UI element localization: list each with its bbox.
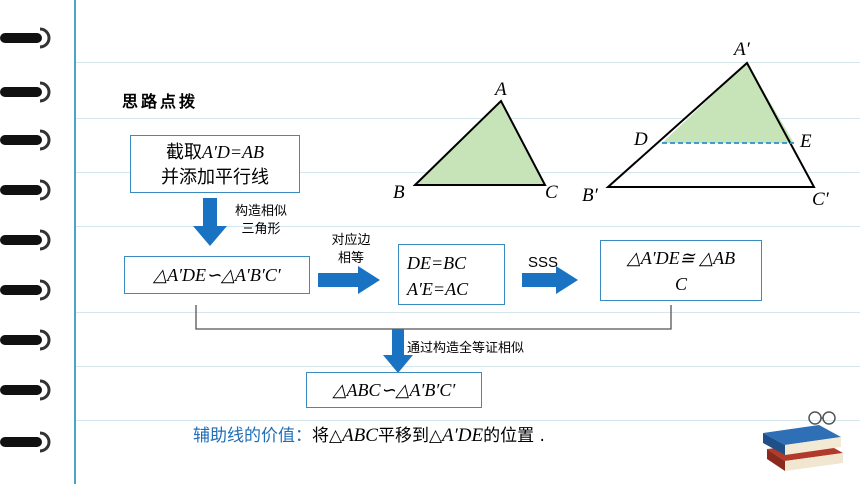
down-arrow-icon — [193, 198, 227, 246]
right-arrow-icon — [522, 266, 578, 294]
bracket-connector — [195, 305, 672, 330]
step-text: 截取 — [165, 142, 202, 162]
triangle-abc — [412, 99, 547, 186]
step-box-congruent: △A′DE≅ △AB C — [600, 240, 762, 301]
triangle-abc-prime — [605, 61, 816, 188]
binder-ring-icon — [0, 329, 51, 351]
arrow-label: 通过构造全等证相似 — [407, 341, 525, 356]
triangle-ade-fill — [662, 63, 794, 143]
ruled-line — [76, 312, 860, 313]
arrow-label: SSS — [528, 254, 559, 271]
binder-ring-icon — [0, 279, 51, 301]
step-math: A′E=AC — [407, 279, 469, 299]
binder-ring-icon — [0, 379, 51, 401]
arrow-label-line: 构造相似 — [234, 204, 287, 219]
section-heading: 思路点拨 — [122, 92, 199, 111]
binder-ring-icon — [0, 81, 51, 103]
right-arrow-icon — [318, 266, 380, 294]
notebook-margin-line — [74, 0, 76, 484]
arrow-label: 构造相似 三角形 — [226, 203, 296, 239]
binder-ring-icon — [0, 229, 51, 251]
result-box: △ABC∽△A′B′C′ — [306, 372, 482, 408]
conclusion-math: A′DE — [442, 425, 484, 446]
conclusion-label: 辅助线的价值： — [193, 426, 312, 446]
step-math: DE=BC — [407, 253, 467, 273]
triangle-abc-prime-figure: A′ D E B′ C′ — [582, 39, 830, 210]
arrow-label-line: 相等 — [337, 251, 364, 266]
conclusion-part: 的位置 . — [483, 426, 545, 446]
binder-ring-icon — [0, 129, 51, 151]
step-text: 并添加平行线 — [161, 167, 269, 187]
conclusion-part: 平移到△ — [377, 426, 443, 446]
step-box-construct: 截取A′D=AB 并添加平行线 — [130, 135, 300, 193]
step-math: △A′DE∽△A′B′C′ — [153, 265, 281, 285]
vertex-label: E — [799, 131, 812, 152]
step-math: △A′DE≅ △AB — [626, 248, 736, 268]
ruled-line — [76, 226, 860, 227]
step-math: A′D=AB — [201, 142, 265, 162]
result-math: △ABC∽△A′B′C′ — [332, 380, 456, 400]
step-box-line: 截取A′D=AB — [131, 140, 299, 165]
vertex-label: D — [633, 129, 648, 150]
step-box-similar: △A′DE∽△A′B′C′ — [124, 256, 310, 294]
vertex-label: C′ — [812, 189, 830, 210]
vertex-label: C — [545, 182, 558, 203]
conclusion-math: ABC — [342, 425, 378, 446]
ruled-line — [76, 118, 860, 119]
binder-ring-icon — [0, 27, 51, 49]
binder-ring-icon — [0, 431, 51, 453]
ruled-line — [76, 420, 860, 421]
vertex-label: A — [493, 79, 507, 100]
vertex-label: B — [393, 182, 405, 203]
binder-ring-icon — [0, 179, 51, 201]
books-icon — [763, 411, 843, 471]
ruled-line — [76, 62, 860, 63]
vertex-label: B′ — [582, 185, 599, 206]
step-math: C — [674, 274, 687, 294]
ruled-line — [76, 366, 860, 367]
arrow-label-line: 三角形 — [241, 222, 281, 237]
triangle-abc-figure: A B C — [393, 79, 558, 203]
arrow-label: 对应边 相等 — [318, 232, 384, 268]
down-arrow-icon — [383, 329, 413, 373]
step-box-equal-sides: DE=BC A′E=AC — [398, 244, 505, 305]
conclusion-text: 辅助线的价值：将△ABC平移到△A′DE的位置 . — [193, 421, 545, 447]
arrow-label-line: 对应边 — [331, 233, 371, 248]
vertex-label: A′ — [732, 39, 751, 60]
conclusion-part: 将△ — [312, 426, 343, 446]
